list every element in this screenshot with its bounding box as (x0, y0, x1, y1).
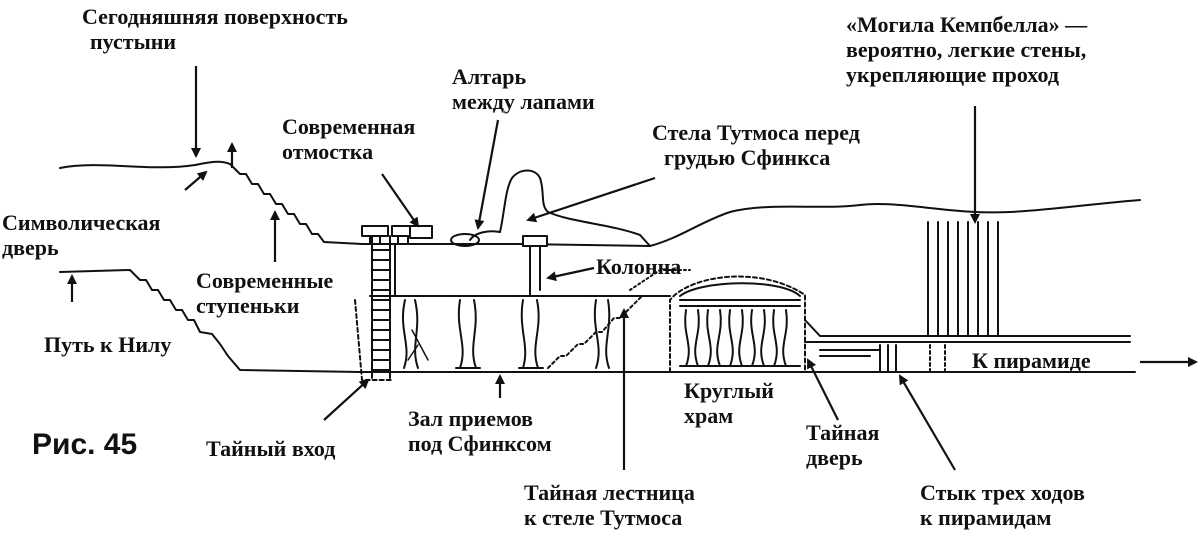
label-secret-door: Тайная дверь (806, 420, 879, 470)
label-column-line-1: Колонна (596, 254, 682, 279)
label-reception-hall: Зал приемов под Сфинксом (408, 406, 552, 456)
label-to-pyramid: К пирамиде (972, 348, 1091, 373)
label-to-pyramid-line-1: К пирамиде (972, 348, 1091, 373)
label-campbell-tomb-line-2: вероятно, легкие стены, (846, 37, 1087, 62)
label-path-to-nile: Путь к Нилу (44, 332, 171, 357)
label-desert-surface: Сегодняшняя поверхность пустыни (82, 4, 348, 54)
label-secret-door-line-1: Тайная (806, 420, 880, 445)
label-junction: Стык трех ходов к пирамидам (920, 480, 1085, 530)
label-modern-steps-line-1: Современные (196, 268, 334, 293)
label-thutmose-stela: Стела Тутмоса перед грудью Сфинкса (652, 120, 860, 170)
label-symbolic-door-line-2: дверь (2, 235, 59, 260)
hall-columns (399, 295, 613, 369)
label-altar: Алтарь между лапами (452, 64, 595, 114)
label-round-temple-line-1: Круглый (684, 378, 774, 403)
label-round-temple: Круглый храм (684, 378, 774, 428)
arrow-secret-entrance (323, 378, 370, 421)
label-secret-staircase: Тайная лестница к стеле Тутмоса (524, 480, 695, 530)
figure-label: Рис. 45 (32, 428, 138, 461)
label-junction-line-2: к пирамидам (920, 505, 1052, 530)
label-campbell-tomb-line-3: укрепляющие проход (846, 62, 1059, 87)
path-to-nile-slope (59, 269, 361, 373)
arrow-altar (474, 119, 500, 230)
label-secret-entrance: Тайный вход (206, 436, 335, 461)
campbell-tomb-shaft (927, 221, 999, 337)
label-modern-pavement: Современная отмостка (282, 114, 415, 164)
label-symbolic-door: Символическая дверь (2, 210, 160, 260)
label-reception-hall-line-2: под Сфинксом (408, 431, 552, 456)
label-modern-pavement-line-1: Современная (282, 114, 416, 139)
arrow-stela (526, 176, 656, 223)
label-altar-line-2: между лапами (452, 89, 595, 114)
desert-surface-line (59, 160, 231, 169)
upper-slab (394, 243, 531, 297)
label-altar-line-1: Алтарь (452, 64, 527, 89)
label-secret-entrance-line-1: Тайный вход (206, 436, 336, 461)
label-modern-pavement-line-2: отмостка (282, 139, 374, 164)
modern-steps-slope (229, 163, 363, 245)
arrow-column (546, 266, 595, 282)
round-temple (669, 275, 806, 373)
secret-entrance-shaft (371, 235, 391, 379)
label-campbell-tomb-line-1: «Могила Кемпбелла» — (846, 12, 1088, 37)
label-symbolic-door-line-1: Символическая (2, 210, 161, 235)
sphinx-plateau-line (361, 199, 1141, 247)
label-modern-steps-line-2: ступеньки (196, 293, 300, 318)
arrow-junction (898, 374, 956, 471)
label-desert-surface-line-2: пустыни (90, 29, 177, 54)
label-desert-surface-line-1: Сегодняшняя поверхность (82, 4, 348, 29)
label-thutmose-stela-line-2: грудью Сфинкса (664, 145, 831, 170)
arrow-modern-pavement (381, 173, 420, 228)
label-secret-staircase-line-2: к стеле Тутмоса (524, 505, 683, 530)
arrow-secret-door (807, 358, 839, 421)
label-campbell-tomb: «Могила Кемпбелла» — вероятно, легкие ст… (846, 12, 1087, 87)
sphinx-silhouette (499, 169, 651, 247)
label-secret-staircase-line-1: Тайная лестница (524, 480, 695, 505)
label-secret-door-line-2: дверь (806, 445, 863, 470)
passage-to-pyramid (804, 319, 1131, 357)
label-modern-steps: Современные ступеньки (196, 268, 333, 318)
label-path-to-nile-line-1: Путь к Нилу (44, 332, 172, 357)
label-reception-hall-line-1: Зал приемов (408, 406, 534, 431)
label-thutmose-stela-line-1: Стела Тутмоса перед (652, 120, 860, 145)
label-junction-line-1: Стык трех ходов (920, 480, 1085, 505)
arrow-symbolic-door (184, 170, 208, 191)
label-round-temple-line-2: храм (684, 403, 734, 428)
label-column: Колонна (596, 254, 681, 279)
